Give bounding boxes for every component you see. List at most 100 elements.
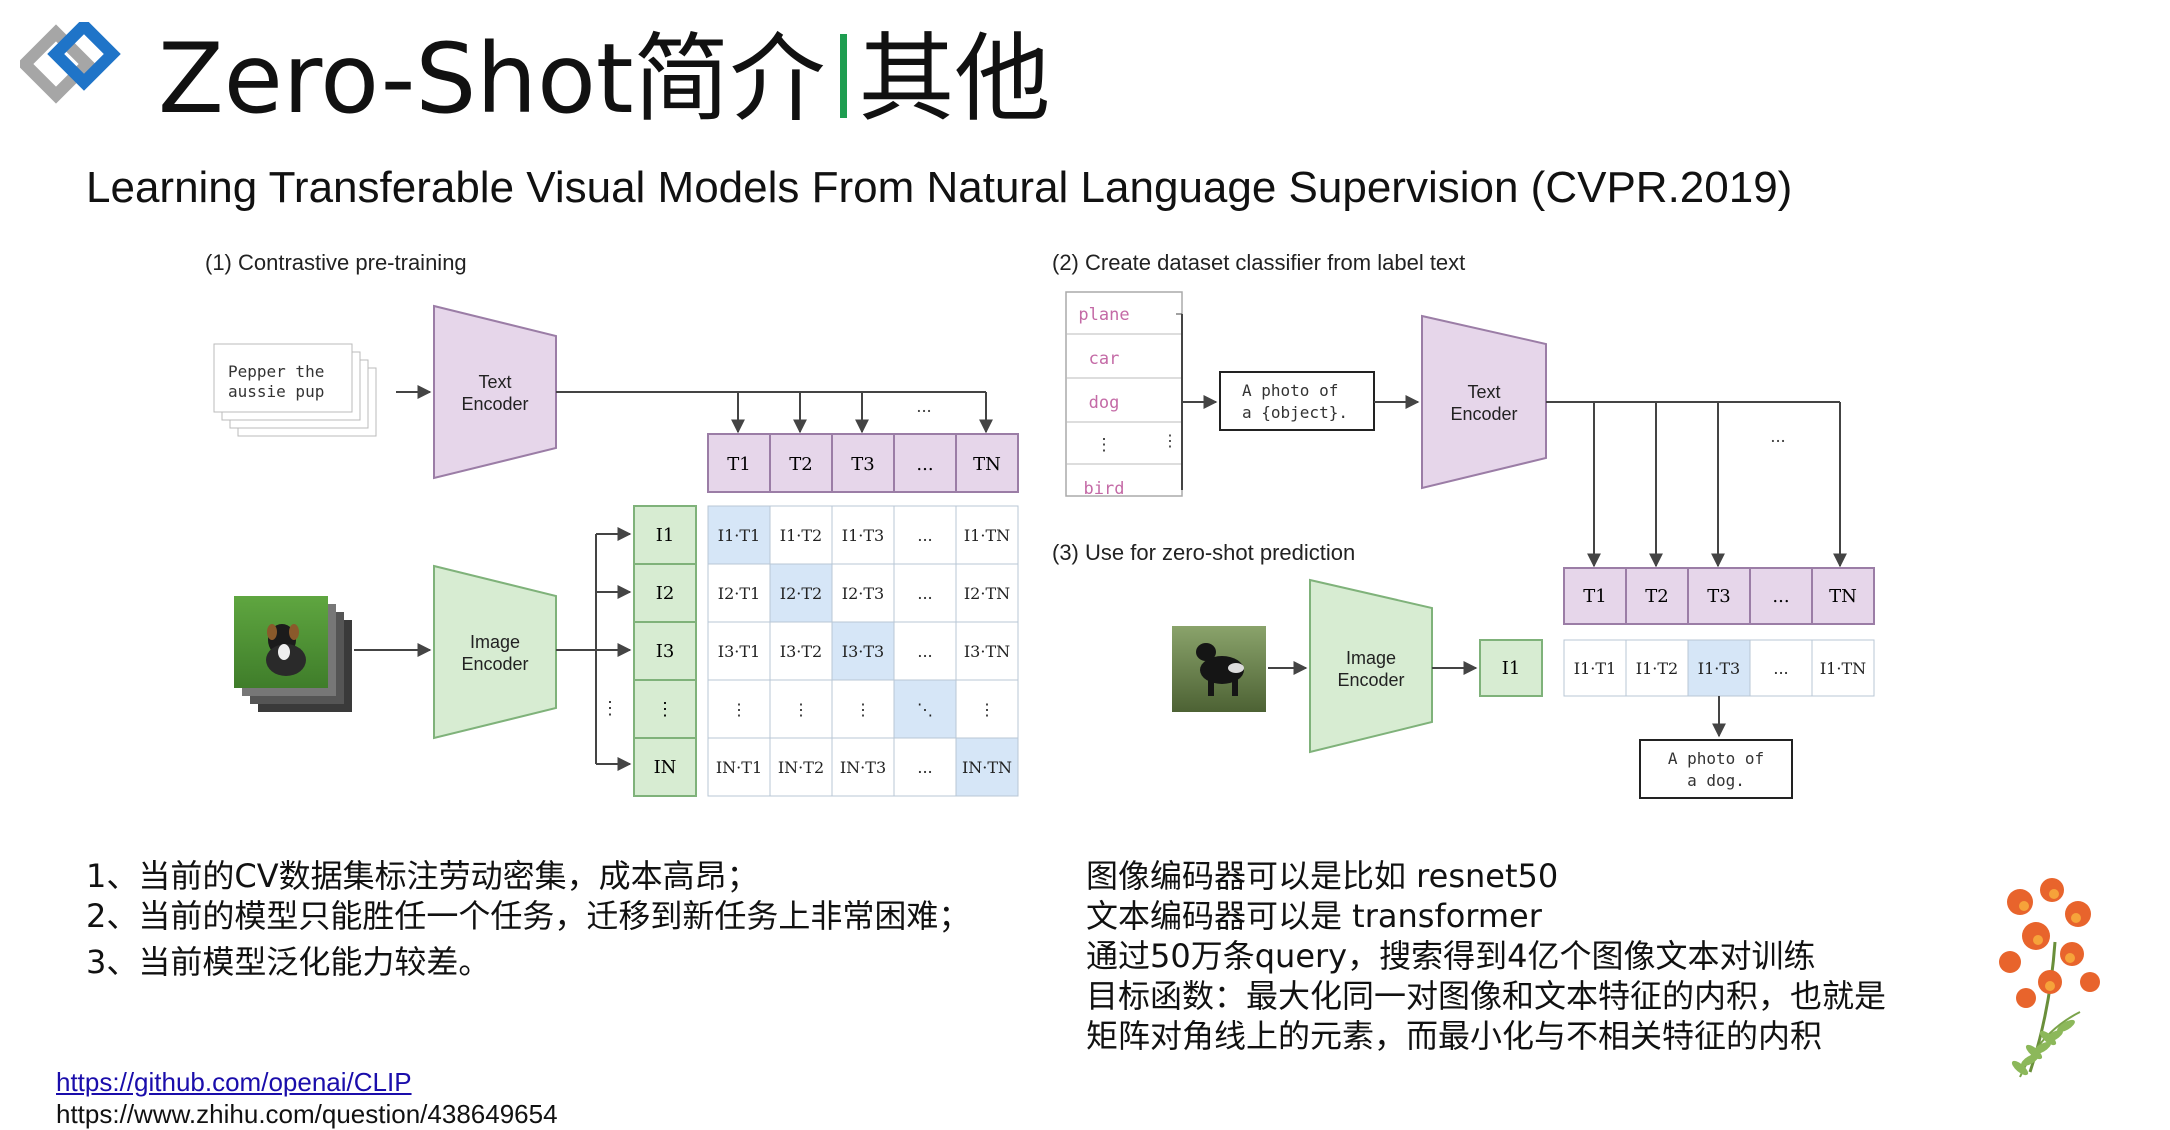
matrix-label-4-2: ⋮ (793, 700, 809, 719)
matrix-label-3-2: I3·T2 (780, 642, 822, 661)
matrix-label-1-3: I1·T3 (842, 526, 884, 545)
matrix-cell-1-3 (831, 505, 895, 565)
flower-illustration-icon (1999, 878, 2100, 1078)
zs-label-3: I1·T3 (1698, 659, 1740, 678)
matrix-cell-3-2 (769, 621, 833, 681)
zs-cell-5 (1811, 639, 1875, 697)
text-encoder-2-label-b: Encoder (1450, 404, 1517, 424)
matrix-cell-5-3 (831, 737, 895, 797)
t-header-1-1: T1 (727, 454, 750, 475)
caption-line-1: Pepper the (228, 362, 324, 381)
t-header-1-4: ... (916, 454, 933, 475)
arrows-ellipsis-2: ... (1770, 427, 1785, 446)
matrix-cell-2-4 (893, 563, 957, 623)
i-cell-2: I2 (656, 583, 675, 604)
title-divider (839, 34, 847, 118)
matrix-label-1-1: I1·T1 (718, 526, 760, 545)
matrix-cell-5-4 (893, 737, 957, 797)
template-line-2: a {object}. (1242, 403, 1348, 422)
t-header-1-5: TN (973, 454, 1001, 475)
method-note-4: 目标函数：最大化同一对图像和文本特征的内积，也就是 (1086, 977, 1887, 1015)
matrix-cell-4-1 (707, 679, 771, 739)
matrix-cell-1-4 (893, 505, 957, 565)
t-header-2-4: ... (1772, 586, 1789, 607)
matrix-label-4-3: ⋮ (855, 700, 871, 719)
panel2-label: (2) Create dataset classifier from label… (1052, 250, 1465, 275)
matrix-cell-2-5 (955, 563, 1019, 623)
i-cell-4: ⋮ (656, 699, 674, 720)
matrix-label-5-5: IN·TN (962, 758, 1012, 777)
zhihu-link: https://www.zhihu.com/question/438649654 (56, 1099, 558, 1129)
matrix-label-2-1: I2·T1 (718, 584, 760, 603)
result-line-1: A photo of (1668, 749, 1764, 768)
zs-image-embedding (1479, 639, 1543, 697)
title-main: Zero-Shot简介 (158, 23, 826, 135)
panel1-label: (1) Contrastive pre-training (205, 250, 467, 275)
image-encoder-1-label-a: Image (470, 632, 520, 652)
diamond-logo-icon (20, 22, 121, 104)
zs-cell-2 (1625, 639, 1689, 697)
matrix-cell-5-5 (955, 737, 1019, 797)
text-encoder-1-label-a: Text (478, 372, 511, 392)
zs-label-2: I1·T2 (1636, 659, 1678, 678)
matrix-label-5-1: IN·T1 (716, 758, 762, 777)
t-header-2-3: T3 (1707, 586, 1730, 607)
arrows-vdots-1: ⋮ (601, 698, 619, 719)
matrix-label-5-2: IN·T2 (778, 758, 824, 777)
i-cell-5: IN (654, 757, 677, 778)
motivation-item-1: 1、当前的CV数据集标注劳动密集，成本高昂； (86, 857, 759, 895)
matrix-label-2-3: I2·T3 (842, 584, 884, 603)
template-line-1: A photo of (1242, 381, 1338, 400)
caption-card-stack: Pepper the aussie pup (213, 343, 377, 437)
matrix-cell-3-5 (955, 621, 1019, 681)
matrix-label-1-5: I1·TN (964, 526, 1010, 545)
zs-cell-4 (1749, 639, 1813, 697)
motivation-item-2: 2、当前的模型只能胜任一个任务，迁移到新任务上非常困难； (86, 897, 971, 935)
i-cell-3: I3 (656, 641, 675, 662)
method-note-3: 通过50万条query，搜索得到4亿个图像文本对训练 (1086, 937, 1816, 975)
paper-title: Learning Transferable Visual Models From… (86, 163, 1793, 212)
image-encoder-2-label-b: Encoder (1337, 670, 1404, 690)
matrix-label-2-5: I2·TN (964, 584, 1010, 603)
zs-label-5: I1·TN (1820, 659, 1866, 678)
result-line-2: a dog. (1687, 771, 1745, 790)
method-note-2: 文本编码器可以是 transformer (1086, 897, 1542, 935)
arrows-ellipsis-1: ... (916, 397, 931, 416)
matrix-label-1-4: ... (917, 526, 932, 545)
text-encoder-1 (433, 304, 557, 480)
matrix-cell-2-2 (769, 563, 833, 623)
text-encoder-2-label-a: Text (1467, 382, 1500, 402)
panel3-label: (3) Use for zero-shot prediction (1052, 540, 1355, 565)
label-car: car (1089, 349, 1120, 369)
label-list-vdots: ⋮ (1162, 431, 1178, 450)
label-dog: dog (1089, 393, 1120, 413)
image-encoder-1-label-b: Encoder (461, 654, 528, 674)
matrix-label-4-4: ⋱ (917, 700, 933, 719)
t-header-row-1: T1 T2 T3 ... TN (707, 433, 1019, 493)
github-link[interactable]: https://github.com/openai/CLIP (56, 1067, 412, 1097)
t-header-1-2: T2 (789, 454, 812, 475)
method-note-1: 图像编码器可以是比如 resnet50 (1086, 857, 1559, 895)
zs-cell-3 (1687, 639, 1751, 697)
image-encoder-1 (433, 564, 557, 740)
caption-line-2: aussie pup (228, 382, 324, 401)
matrix-label-3-1: I3·T1 (718, 642, 760, 661)
matrix-label-5-3: IN·T3 (840, 758, 886, 777)
dog-image-stack (234, 596, 352, 712)
text-encoder-2 (1421, 314, 1547, 490)
matrix-cell-4-3 (831, 679, 895, 739)
text-encoder-1-label-b: Encoder (461, 394, 528, 414)
zero-shot-dog-image (1172, 626, 1266, 712)
motivation-list: 1、当前的CV数据集标注劳动密集，成本高昂； 2、当前的模型只能胜任一个任务，迁… (86, 856, 970, 982)
title-suffix: 其他 (858, 23, 1051, 135)
t-header-row-2: T1 T2 T3 ... TN (1563, 567, 1875, 625)
matrix-label-3-4: ... (917, 642, 932, 661)
template-box (1219, 371, 1375, 431)
t-header-1-3: T3 (851, 454, 874, 475)
image-encoder-2-label-a: Image (1346, 648, 1396, 668)
t-header-2-2: T2 (1645, 586, 1668, 607)
matrix-cell-4-2 (769, 679, 833, 739)
zs-image-label: I1 (1502, 658, 1521, 679)
